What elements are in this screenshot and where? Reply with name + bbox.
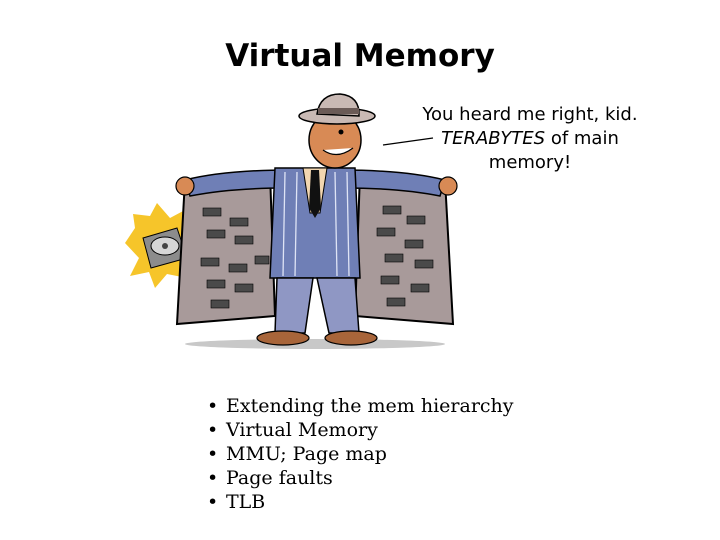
bullet-list: •Extending the mem hierarchy •Virtual Me…	[203, 394, 514, 514]
ground-shadow	[185, 339, 445, 349]
quote-emphasis: TERABYTES	[441, 128, 546, 149]
left-hand	[175, 176, 195, 196]
necktie	[309, 170, 321, 218]
right-shoe	[324, 330, 378, 346]
slide-title: Virtual Memory	[225, 38, 495, 74]
left-leg	[274, 277, 314, 334]
bullet-item: •MMU; Page map	[207, 443, 387, 465]
bullet-item: •Extending the mem hierarchy	[207, 395, 514, 417]
hard-disk-icon	[125, 203, 195, 288]
quote-line-2: TERABYTES of main	[405, 127, 655, 151]
bullet-item: •Virtual Memory	[207, 419, 378, 441]
quote-line-1: You heard me right, kid.	[422, 104, 638, 125]
memory-chips	[200, 205, 434, 309]
speech-caption: You heard me right, kid. TERABYTES of ma…	[405, 103, 655, 175]
quote-line-2-rest: of main	[545, 128, 619, 149]
speech-pointer	[382, 137, 434, 146]
right-leg	[316, 277, 360, 334]
suit-jacket	[269, 167, 361, 279]
bullet-item: •Page faults	[207, 467, 333, 489]
salesman-illustration	[125, 93, 458, 349]
right-hand	[438, 176, 458, 196]
left-shoe	[256, 330, 310, 346]
quote-line-3: memory!	[488, 152, 572, 173]
bullet-item: •TLB	[207, 491, 266, 513]
